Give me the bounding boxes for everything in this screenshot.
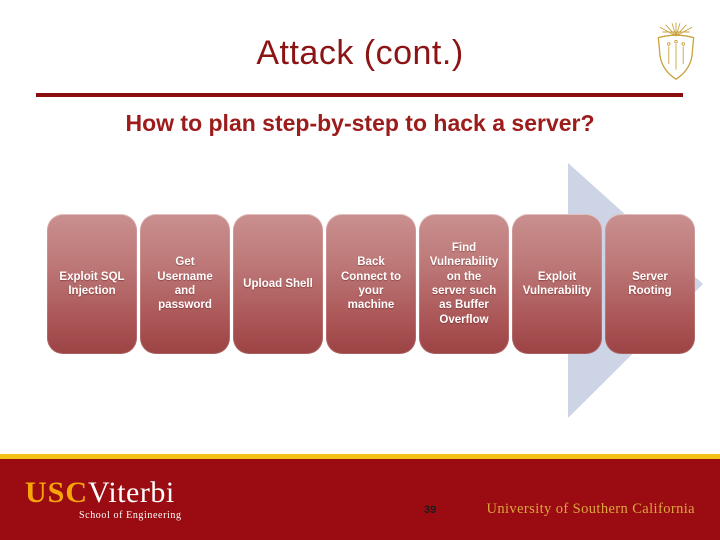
process-steps: Exploit SQL Injection Get Username and p… — [47, 214, 695, 354]
step-label: Server Rooting — [628, 270, 672, 297]
page-number: 39 — [424, 504, 437, 516]
process-step-1: Exploit SQL Injection — [47, 214, 137, 354]
usc-shield-icon — [657, 22, 695, 80]
step-label: Upload Shell — [243, 277, 313, 290]
school-of-engineering-label: School of Engineering — [79, 510, 182, 521]
step-label: Back Connect to your machine — [340, 256, 402, 312]
step-label: Exploit SQL Injection — [59, 270, 125, 297]
footer-gold-stripe — [0, 454, 720, 459]
title-divider — [36, 93, 683, 97]
step-label: Find Vulnerability on the server such as… — [429, 241, 499, 326]
slide-subtitle: How to plan step-by-step to hack a serve… — [125, 110, 595, 136]
university-wordmark: University of Southern California — [486, 501, 695, 517]
process-step-4: Back Connect to your machine — [326, 214, 416, 354]
process-step-5: Find Vulnerability on the server such as… — [419, 214, 509, 354]
step-label: Exploit Vulnerability — [522, 270, 592, 297]
wordmark-usc: USC — [25, 476, 89, 509]
wordmark-viterbi: Viterbi — [88, 476, 175, 509]
footer-band — [0, 459, 720, 540]
process-step-2: Get Username and password — [140, 214, 230, 354]
usc-viterbi-wordmark: USCViterbi — [25, 476, 175, 510]
process-step-6: Exploit Vulnerability — [512, 214, 602, 354]
process-step-7: Server Rooting — [605, 214, 695, 354]
step-label: Get Username and password — [157, 256, 213, 312]
process-step-3: Upload Shell — [233, 214, 323, 354]
page-title: Attack (cont.) — [256, 34, 464, 72]
